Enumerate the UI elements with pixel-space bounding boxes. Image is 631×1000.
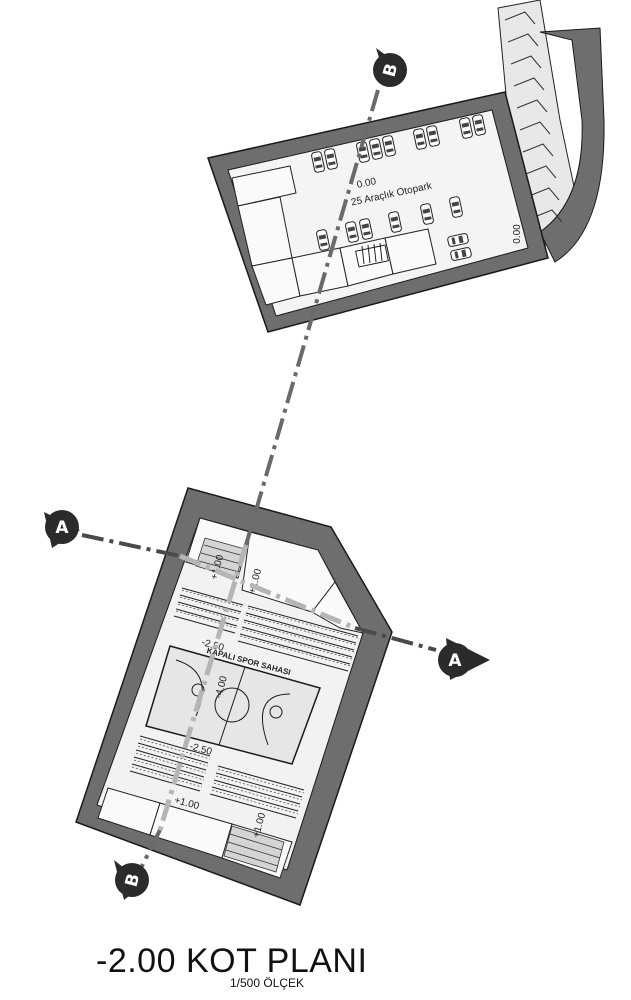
section-marker-b-bottom: B [114, 860, 149, 900]
sports-building: +1.00 +1.00 -2.50 KAPALI SPOR SAHASI -4.… [75, 487, 393, 906]
section-line-a [81, 533, 437, 652]
parking-level-label: 0.00 [356, 176, 378, 191]
section-marker-b-top: B [373, 48, 407, 87]
bleachers-top [173, 587, 359, 672]
section-marker-a-left: A [44, 510, 80, 548]
title-block: -2.00 KOT PLANI 1/500 ÖLÇEK [96, 942, 368, 990]
svg-text:A: A [448, 651, 462, 671]
section-marker-a-right: A [438, 638, 490, 680]
ramp-level-label: 0.00 [512, 224, 523, 244]
svg-text:B: B [380, 61, 403, 79]
svg-text:B: B [122, 871, 145, 889]
scale-label: 1/500 ÖLÇEK [230, 976, 305, 990]
parking-building: 0.00 25 Araçlık Otopark 0.00 [207, 0, 605, 333]
page-title: -2.00 KOT PLANI [96, 942, 368, 980]
section-line-b [138, 89, 380, 871]
svg-text:A: A [55, 518, 69, 538]
bleachers-bottom [129, 735, 305, 819]
